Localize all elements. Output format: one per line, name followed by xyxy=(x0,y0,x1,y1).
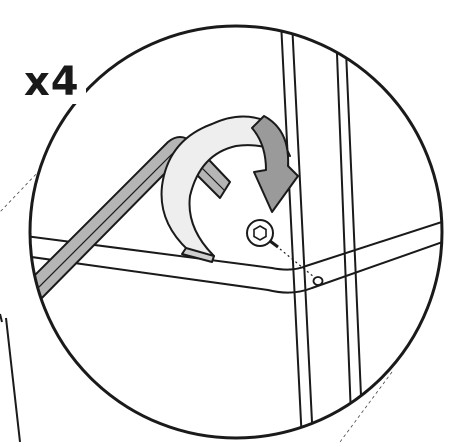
frame-vertical-lines xyxy=(280,26,364,438)
zoom-content xyxy=(30,26,442,438)
magnifier-circle xyxy=(28,24,444,440)
quantity-label: x4 xyxy=(22,62,86,104)
rail-hole xyxy=(312,276,324,286)
frame-rail xyxy=(30,217,442,294)
outside-outline xyxy=(0,313,21,443)
curved-arrow-icon xyxy=(251,115,299,213)
hex-screw-icon xyxy=(246,219,279,249)
alignment-guide xyxy=(279,248,315,278)
leader-lines xyxy=(0,169,393,443)
